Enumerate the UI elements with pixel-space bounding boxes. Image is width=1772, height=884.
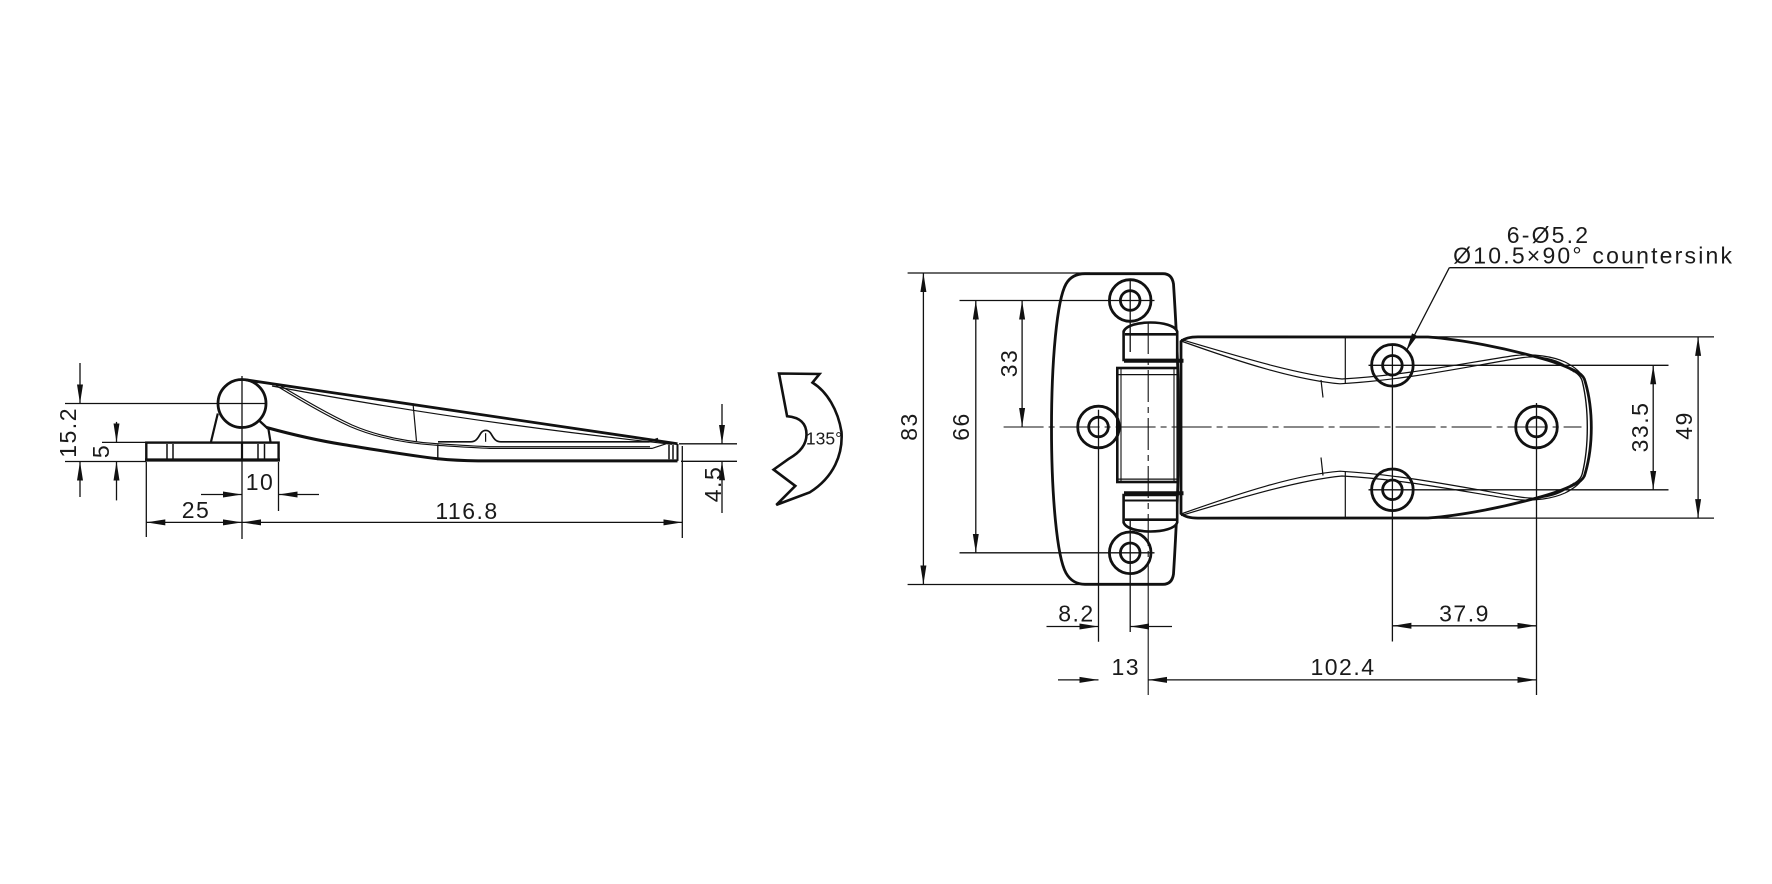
- svg-text:25: 25: [182, 497, 211, 523]
- svg-text:15.2: 15.2: [55, 407, 81, 458]
- svg-text:13: 13: [1112, 654, 1141, 680]
- svg-text:Ø10.5×90° countersink: Ø10.5×90° countersink: [1453, 243, 1734, 269]
- svg-text:8.2: 8.2: [1058, 601, 1094, 627]
- svg-text:4.5: 4.5: [700, 466, 726, 502]
- svg-text:135°: 135°: [806, 429, 842, 449]
- svg-text:83: 83: [896, 412, 922, 441]
- svg-text:37.9: 37.9: [1439, 601, 1490, 627]
- svg-text:66: 66: [948, 412, 974, 441]
- svg-text:10: 10: [246, 469, 275, 495]
- svg-text:33: 33: [996, 349, 1022, 378]
- svg-text:102.4: 102.4: [1310, 654, 1375, 680]
- svg-text:116.8: 116.8: [435, 498, 498, 524]
- svg-text:6-Ø5.2: 6-Ø5.2: [1507, 222, 1591, 248]
- svg-text:5: 5: [88, 444, 114, 458]
- svg-text:33.5: 33.5: [1627, 402, 1653, 453]
- svg-text:49: 49: [1671, 411, 1697, 440]
